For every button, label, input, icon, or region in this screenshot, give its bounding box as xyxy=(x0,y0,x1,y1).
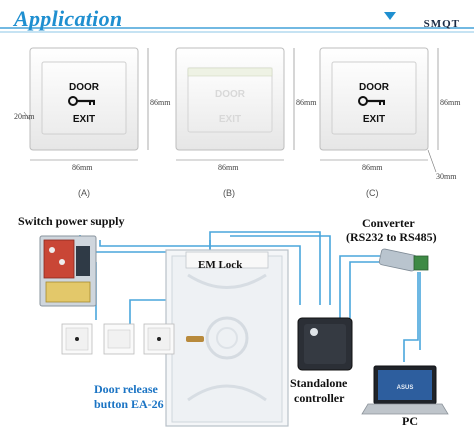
panel-a-width-dim: 86mm xyxy=(72,163,93,172)
door-release-buttons xyxy=(61,323,175,355)
page-title: Application xyxy=(14,6,123,31)
panel-a-line2: EXIT xyxy=(73,114,95,125)
controller-label-line1: Standalone xyxy=(290,376,348,390)
panel-b-label: (B) xyxy=(223,188,235,198)
door xyxy=(165,249,289,427)
standalone-controller xyxy=(297,317,353,371)
panel-a-depth-dim: 20mm xyxy=(14,112,35,121)
panel-b: DOOR EXIT xyxy=(175,47,295,161)
panel-a-height-dim: 86mm xyxy=(150,98,171,107)
panel-c-width-dim: 86mm xyxy=(362,163,383,172)
laptop-brand: ASUS xyxy=(397,385,414,391)
converter-label-line1: Converter xyxy=(362,216,415,230)
converter-label-line2: (RS232 to RS485) xyxy=(346,230,437,244)
header-marker-icon xyxy=(384,12,396,20)
door-release-label-line1: Door release xyxy=(94,382,158,396)
converter-device xyxy=(378,248,429,272)
panel-a-label: (A) xyxy=(78,188,90,198)
door-release-label-line2: button EA-26 xyxy=(94,397,164,411)
panel-c-line1: DOOR xyxy=(359,82,390,93)
panel-c-label: (C) xyxy=(366,188,379,198)
power-supply-unit xyxy=(39,235,97,307)
panel-c-key-icon xyxy=(358,96,385,106)
header: Application SMQT xyxy=(0,0,474,40)
panel-a-line1: DOOR xyxy=(69,82,100,93)
panel-b-width-dim: 86mm xyxy=(218,163,239,172)
panel-b-line2: EXIT xyxy=(219,114,241,125)
laptop-pc: ASUS xyxy=(361,365,449,415)
header-bar xyxy=(0,12,474,33)
panel-c-height-dim: 86mm xyxy=(440,98,461,107)
pc-label: PC xyxy=(402,414,418,428)
power-supply-label: Switch power supply xyxy=(18,214,125,228)
panel-a-key-icon xyxy=(68,96,95,106)
brand-logo: SMQT xyxy=(423,18,460,30)
panel-a: DOOR EXIT xyxy=(23,47,149,161)
em-lock-label: EM Lock xyxy=(198,259,243,271)
panels-figure: DOOR EXIT DOOR EXIT DOOR EXIT xyxy=(23,47,439,173)
panel-c-depth-dim: 30mm xyxy=(436,172,457,181)
panel-c-line2: EXIT xyxy=(363,114,385,125)
controller-label-line2: controller xyxy=(294,391,345,405)
panel-b-line1: DOOR xyxy=(215,89,246,100)
panel-c: DOOR EXIT xyxy=(319,47,439,173)
panel-b-height-dim: 86mm xyxy=(296,98,317,107)
